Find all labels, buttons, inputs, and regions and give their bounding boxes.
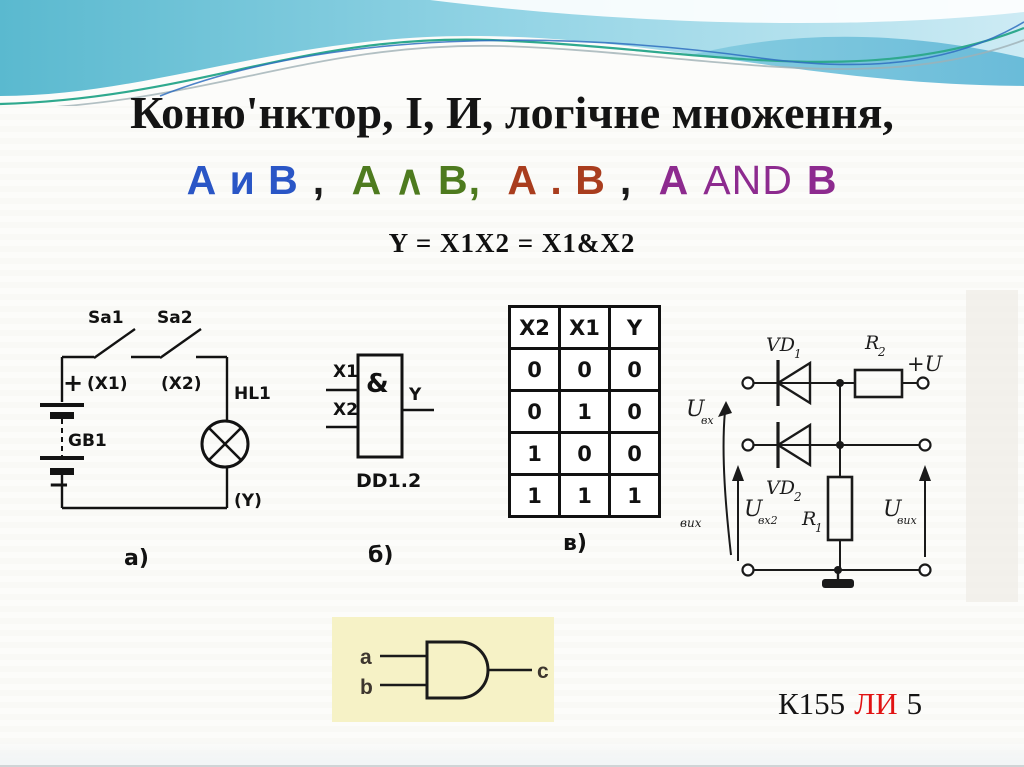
chip-type-label: ЛИ xyxy=(854,686,898,721)
circuit-a-figure: Sa1 Sa2 (X1) (X2) + GB1 − HL1 (Y) а) xyxy=(40,308,271,571)
switch1-blade xyxy=(93,328,136,359)
terminal-circles xyxy=(741,376,932,577)
gate-output-c-label: c xyxy=(537,660,549,683)
truth-header-cell: X1 xyxy=(558,305,611,350)
gate-chip-label: DD1.2 xyxy=(356,470,421,492)
diode1-subscript: 1 xyxy=(794,347,802,361)
uin-label: U xyxy=(686,397,706,422)
formula-text: Y = X1X2 = X1&X2 xyxy=(388,228,636,258)
truth-cell: 1 xyxy=(558,473,611,518)
gate-in1-label: X1 xyxy=(333,362,358,382)
resistor2-label: R xyxy=(864,332,879,354)
gate-in2-label: X2 xyxy=(333,400,358,420)
truth-cell: 0 xyxy=(508,347,561,392)
page-title: Коню'нктор, І, И, логічне множення, xyxy=(130,87,894,138)
and-gate-box-icon xyxy=(356,353,404,459)
and-symbol-label: & xyxy=(366,369,389,399)
uout-label: U xyxy=(883,497,903,522)
resistor-r2-icon xyxy=(853,368,904,399)
truth-cell: 1 xyxy=(508,473,561,518)
uin-arrow xyxy=(718,401,732,556)
truth-cell: 0 xyxy=(508,389,561,434)
chip-number-label: 5 xyxy=(906,686,923,721)
gate-b-wires xyxy=(326,388,434,429)
expr-a-dot-b: А . В xyxy=(507,157,606,203)
switch1-label: Sa1 xyxy=(88,308,124,328)
expr-a-wedge-b: А ∧ В, xyxy=(351,157,481,203)
figure-b-caption: б) xyxy=(368,543,393,568)
battery-label: GB1 xyxy=(68,431,107,451)
and-gate-drawing: a b c xyxy=(360,640,549,700)
ground-icon xyxy=(822,570,854,588)
expr-and-a: А xyxy=(658,157,690,203)
resistor-r1-icon xyxy=(826,475,854,542)
truth-cell: 0 xyxy=(608,347,661,392)
diode2-subscript: 2 xyxy=(793,490,802,504)
switch2-label: Sa2 xyxy=(157,308,193,328)
truth-table-figure: X2 X1 Y 0 0 0 0 1 0 1 0 0 1 1 1 в) xyxy=(508,305,661,556)
truth-cell: 1 xyxy=(608,473,661,518)
footer-decoration xyxy=(0,741,1024,767)
header-gray-accent-line xyxy=(56,39,1024,106)
uin2-label: U xyxy=(744,497,764,522)
truth-cell: 0 xyxy=(608,431,661,476)
figure-a-caption: а) xyxy=(124,546,149,571)
truth-cell: 1 xyxy=(508,431,561,476)
gate-input-a-label: a xyxy=(360,646,372,669)
circuit-a-wires xyxy=(60,328,229,510)
input2-label: (X2) xyxy=(161,374,201,394)
diode-circuit-figure: VD 1 R 2 +U VD 2 R 1 U вх U вх2 U вих ви… xyxy=(680,332,944,588)
expr-a-i-b: А и В xyxy=(186,157,299,203)
truth-cell: 1 xyxy=(558,389,611,434)
edge-fragment-label: вих xyxy=(680,516,702,530)
uout-arrow xyxy=(919,465,931,557)
switch2-blade xyxy=(159,328,202,359)
and-gate-panel: a b c xyxy=(332,617,554,722)
uin-subscript: вх xyxy=(701,414,714,427)
output-label: (Y) xyxy=(234,491,262,511)
truth-table: X2 X1 Y 0 0 0 0 1 0 1 0 0 1 1 1 xyxy=(508,305,661,518)
diode2-label: VD xyxy=(766,477,795,499)
scan-edge-band xyxy=(966,290,1018,602)
battery-icon xyxy=(40,403,84,475)
truth-cell: 0 xyxy=(558,347,611,392)
lamp-label: HL1 xyxy=(234,384,271,404)
diode1-label: VD xyxy=(766,334,795,356)
truth-cell: 0 xyxy=(608,389,661,434)
expr-and-b: В xyxy=(806,157,838,203)
supply-label: +U xyxy=(907,352,944,376)
comma-separator: , xyxy=(619,157,633,203)
input1-label: (X1) xyxy=(87,374,127,394)
header-body-wave xyxy=(0,36,1024,106)
uin2-arrow xyxy=(732,465,744,561)
truth-header-cell: X2 xyxy=(508,305,561,350)
resistor2-subscript: 2 xyxy=(877,345,886,359)
subtitle-expressions: А и В, А ∧ В, А . В, А AND В xyxy=(0,156,1024,204)
battery-plus-label: + xyxy=(63,369,83,397)
header-wave-decoration xyxy=(0,0,1024,106)
battery-minus-label: − xyxy=(48,470,70,500)
truth-cell: 0 xyxy=(558,431,611,476)
resistor1-subscript: 1 xyxy=(815,521,823,535)
resistor1-label: R xyxy=(801,508,816,530)
and-gate-leads xyxy=(380,654,532,687)
uin2-subscript: вх2 xyxy=(758,514,778,527)
lamp-icon xyxy=(200,419,250,469)
header-white-swoosh xyxy=(430,0,1024,24)
diode2-icon xyxy=(775,422,812,468)
gate-input-b-label: b xyxy=(360,676,373,699)
expr-and-operator: AND xyxy=(703,157,793,203)
gate-b-figure: & X1 X2 Y DD1.2 б) xyxy=(326,353,434,568)
comma-separator: , xyxy=(312,157,326,203)
and-gate-icon xyxy=(425,640,490,700)
chip-series-label: К155 xyxy=(778,686,846,721)
header-blue-accent-line xyxy=(159,21,1024,97)
diode1-icon xyxy=(775,360,812,406)
figure-v-caption: в) xyxy=(563,531,587,556)
truth-header-cell: Y xyxy=(608,305,661,350)
uout-subscript: вих xyxy=(897,514,917,527)
gate-out-label: Y xyxy=(408,385,422,405)
